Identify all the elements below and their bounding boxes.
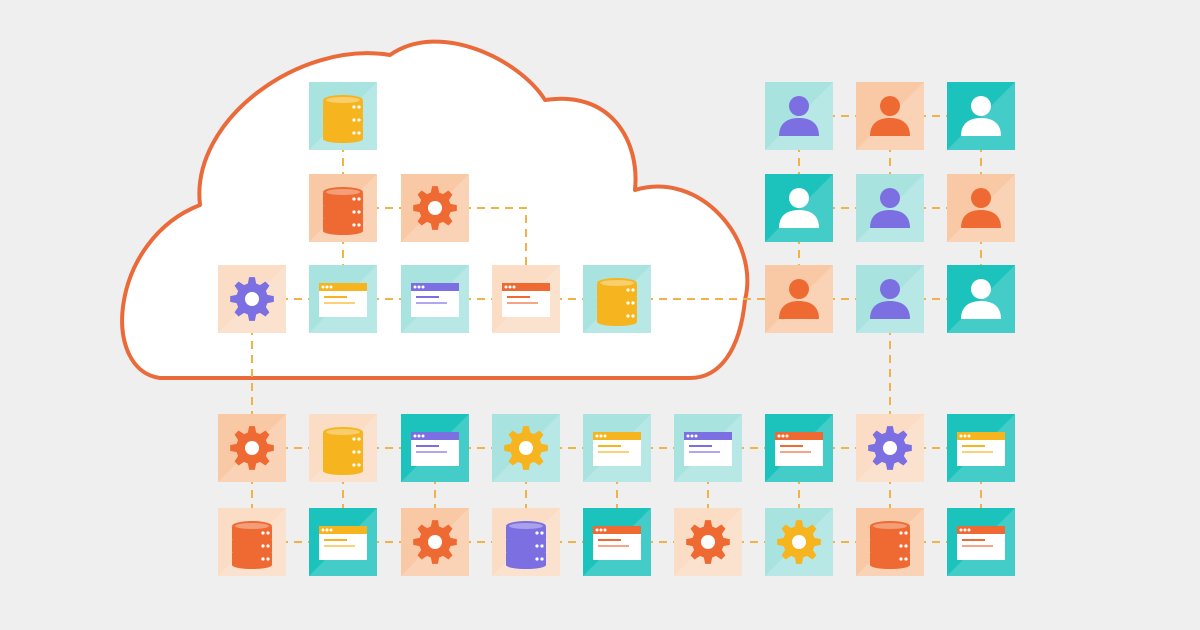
user-icon bbox=[870, 279, 910, 319]
database-node bbox=[583, 265, 651, 333]
browser-window-node bbox=[401, 414, 469, 482]
user-node bbox=[947, 82, 1015, 150]
database-node bbox=[492, 508, 560, 576]
user-icon bbox=[779, 279, 819, 319]
browser-window-icon bbox=[593, 432, 641, 466]
database-icon bbox=[323, 95, 363, 143]
browser-window-icon bbox=[957, 526, 1005, 560]
database-icon bbox=[870, 521, 910, 569]
gear-node bbox=[856, 414, 924, 482]
database-icon bbox=[597, 278, 637, 326]
gear-node bbox=[218, 265, 286, 333]
browser-window-icon bbox=[411, 283, 459, 317]
browser-window-node bbox=[309, 508, 377, 576]
user-icon bbox=[870, 188, 910, 228]
user-node bbox=[856, 82, 924, 150]
browser-window-node bbox=[765, 414, 833, 482]
gear-icon bbox=[413, 186, 457, 230]
gear-node bbox=[765, 508, 833, 576]
database-node bbox=[309, 174, 377, 242]
database-icon bbox=[506, 521, 546, 569]
user-node bbox=[856, 265, 924, 333]
user-node bbox=[765, 174, 833, 242]
browser-window-icon bbox=[957, 432, 1005, 466]
browser-window-icon bbox=[319, 283, 367, 317]
browser-window-node bbox=[309, 265, 377, 333]
gear-node bbox=[218, 414, 286, 482]
user-icon bbox=[779, 96, 819, 136]
user-node bbox=[947, 174, 1015, 242]
user-icon bbox=[961, 96, 1001, 136]
user-icon bbox=[961, 279, 1001, 319]
browser-window-node bbox=[583, 508, 651, 576]
database-icon bbox=[323, 427, 363, 475]
browser-window-node bbox=[583, 414, 651, 482]
user-node bbox=[947, 265, 1015, 333]
gear-icon bbox=[504, 426, 548, 470]
browser-window-node bbox=[401, 265, 469, 333]
gear-node bbox=[674, 508, 742, 576]
user-icon bbox=[779, 188, 819, 228]
browser-window-icon bbox=[502, 283, 550, 317]
gear-node bbox=[492, 414, 560, 482]
user-node bbox=[856, 174, 924, 242]
gear-icon bbox=[868, 426, 912, 470]
browser-window-icon bbox=[319, 526, 367, 560]
database-icon bbox=[232, 521, 272, 569]
database-node bbox=[218, 508, 286, 576]
gear-icon bbox=[230, 277, 274, 321]
browser-window-icon bbox=[775, 432, 823, 466]
gear-icon bbox=[686, 520, 730, 564]
user-icon bbox=[870, 96, 910, 136]
browser-window-icon bbox=[593, 526, 641, 560]
gear-icon bbox=[777, 520, 821, 564]
user-node bbox=[765, 82, 833, 150]
gear-icon bbox=[230, 426, 274, 470]
database-node bbox=[309, 414, 377, 482]
gear-node bbox=[401, 508, 469, 576]
database-icon bbox=[323, 187, 363, 235]
browser-window-node bbox=[492, 265, 560, 333]
browser-window-node bbox=[947, 508, 1015, 576]
browser-window-node bbox=[947, 414, 1015, 482]
gear-node bbox=[401, 174, 469, 242]
browser-window-icon bbox=[684, 432, 732, 466]
browser-window-icon bbox=[411, 432, 459, 466]
database-node bbox=[309, 82, 377, 150]
browser-window-node bbox=[674, 414, 742, 482]
user-node bbox=[765, 265, 833, 333]
node-grid bbox=[218, 82, 1015, 576]
gear-icon bbox=[413, 520, 457, 564]
user-icon bbox=[961, 188, 1001, 228]
database-node bbox=[856, 508, 924, 576]
